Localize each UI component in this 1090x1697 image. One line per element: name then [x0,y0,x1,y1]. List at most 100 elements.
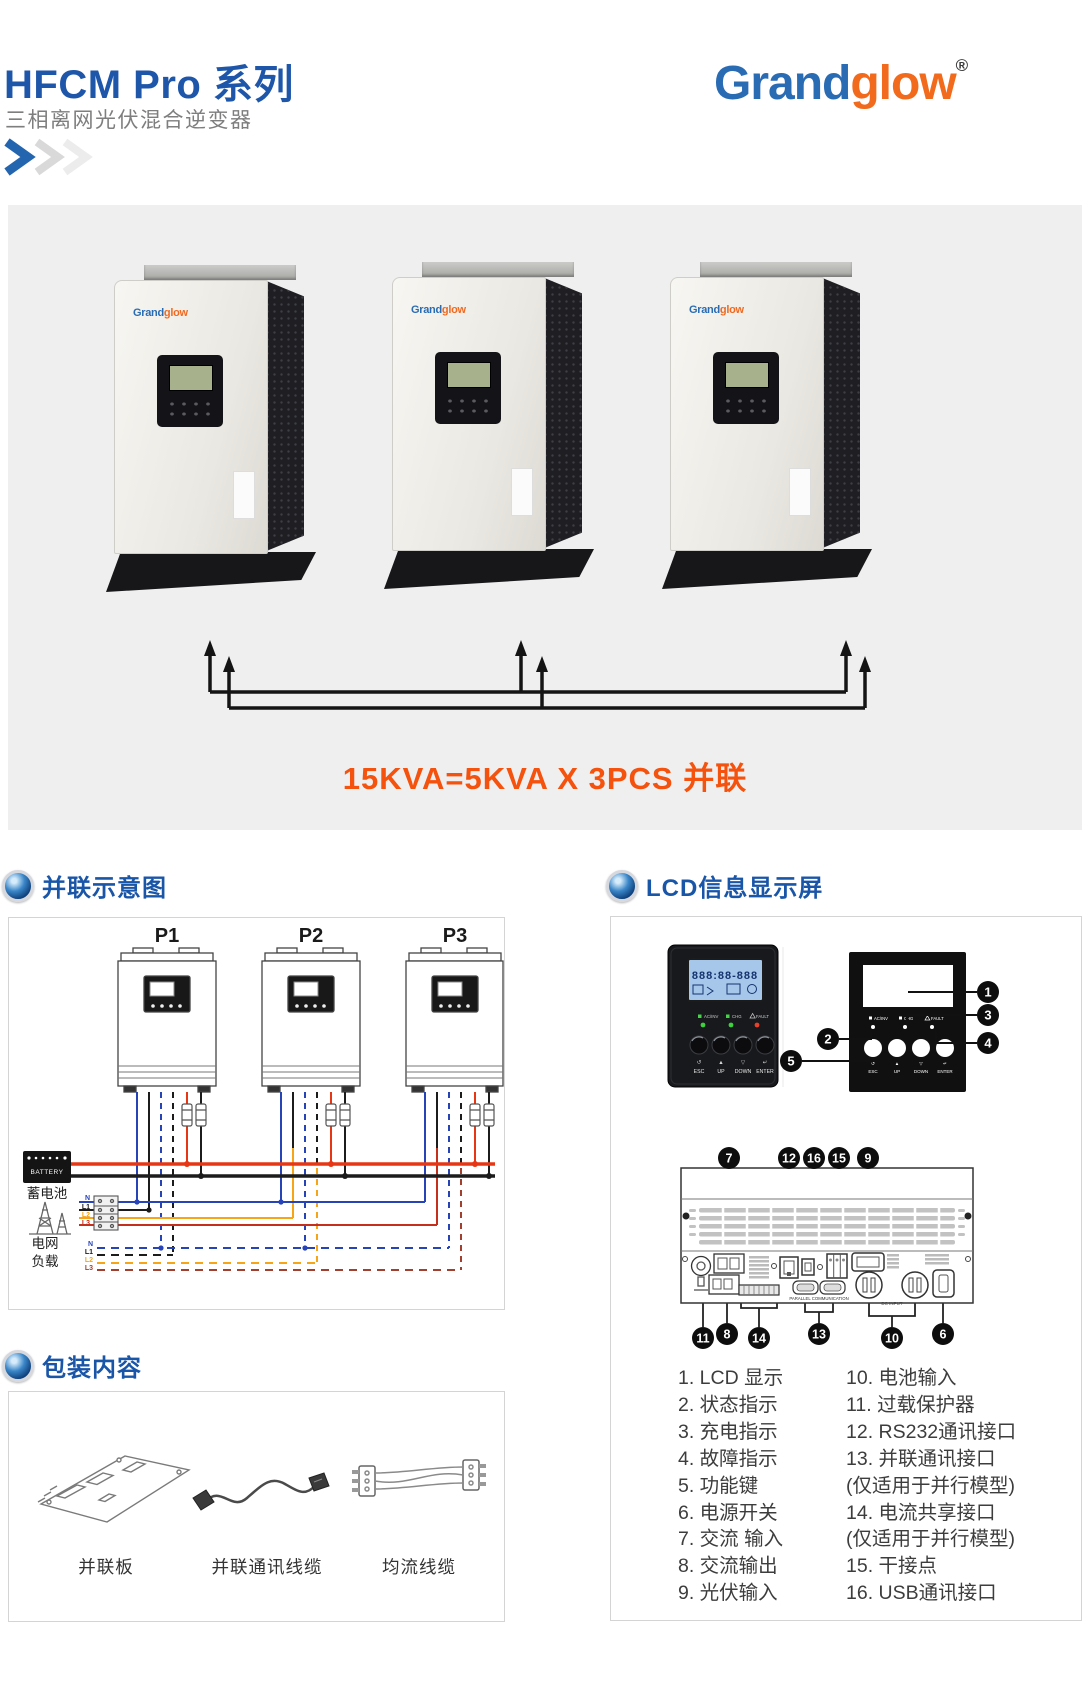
inverter-brand: Grandglow [133,307,188,319]
section-title: 并联示意图 [42,875,167,902]
legend-item: 1. LCD 显示 [678,1367,784,1389]
unit-label-p3: P3 [443,925,467,947]
inverter-outline-p2 [261,947,361,1093]
rear-panel-diagram: DC INPUT PARALLEL COMMUNICATION 7 12 16 … [680,1147,974,1349]
parallel-bus-arrows [204,640,871,710]
inverter-side-vent [542,277,582,549]
inverter-brand: Grandglow [411,304,466,316]
battery-block: BATTERY [23,1151,71,1183]
section-header-parallel: 并联示意图 [2,868,167,903]
parallel-board-drawing [37,1455,191,1523]
registered-mark: ® [955,56,969,75]
legend-item: 7. 交流 输入 [678,1528,784,1551]
inverter-photo-3: Grandglow [662,262,877,602]
chg-led [728,1022,734,1028]
callout-14: 14 [752,1332,766,1346]
legend-item: (仅适用于并行模型) [846,1474,1015,1497]
mounting-bracket [700,262,852,277]
down-glyph: ▽ [919,1061,923,1066]
package-item-label: 均流线缆 [382,1557,456,1577]
inverter-outline-p1 [117,947,217,1093]
load-cn-label: 负载 [32,1254,59,1269]
bullet-orb-icon [606,869,638,902]
grid-phase-rows [79,1201,437,1226]
legend-column-left: 1. LCD 显示 2. 状态指示 3. 充电指示 4. 故障指示 5. 功能键… [678,1365,783,1607]
down-label: DOWN [914,1069,928,1074]
callout-10: 10 [885,1332,899,1346]
callout-1: 1 [984,985,991,1000]
rear-ports [690,1252,955,1299]
chevron-icons [4,138,93,176]
spec-sticker [789,468,811,516]
parallel-communication-label: PARALLEL COMMUNICATION [789,1296,848,1301]
inverter-keys [166,399,216,419]
inverter-side-vent [264,280,304,552]
brand-logo: Grandglow® [714,56,968,111]
callout-8: 8 [724,1328,731,1342]
lcd-front-panels: 888:88-888 AC/INV CHG FAULT [667,944,999,1092]
led-marker [698,1014,702,1018]
bullet-orb-icon [2,1349,34,1382]
current-share-cable-drawing [352,1459,486,1497]
up-label: UP [717,1069,725,1075]
callout-13: 13 [812,1328,826,1342]
logo-part-blue: Grand [714,57,851,110]
inverter-photo-1: Grandglow [106,265,321,605]
legend-item: 15. 干接点 [846,1555,938,1578]
power-grid-icon [29,1201,71,1235]
legend-item: 6. 电源开关 [678,1501,778,1524]
package-contents-box: 并联板 并联通讯线缆 均流线缆 [8,1391,505,1622]
legend-item: (仅适用于并行模型) [846,1528,1015,1551]
load-phase-l2: L2 [85,1257,93,1264]
legend-item: 12. RS232通讯接口 [846,1420,1017,1443]
drawing-screen [863,965,953,1007]
fault-led [930,1025,934,1029]
section-title: LCD信息显示屏 [646,875,824,902]
led-label-fault: FAULT [756,1014,769,1019]
esc-glyph: ↺ [697,1059,702,1066]
inverter-keys [722,396,772,416]
callout-16: 16 [807,1152,821,1166]
lcd-screen-segments: 888:88-888 [692,970,758,982]
unit-label-p2: P2 [299,925,323,947]
fault-triangle-icon [749,1012,756,1019]
ac-inv-led [871,1025,875,1029]
battery-bus [71,1162,495,1178]
hero-panel: Grandglow Grandglow Grandglow [8,205,1082,830]
inverter-body: Grandglow [114,280,268,554]
load-phase-l3: L3 [85,1265,93,1272]
inverter-photo-2: Grandglow [384,262,599,602]
fault-triangle-icon [924,1015,931,1021]
callout-9: 9 [865,1152,872,1166]
esc-glyph: ↺ [871,1061,875,1066]
grid-terminal-block [93,1195,119,1231]
ac-inv-led [700,1022,706,1028]
load-phase-n: N [88,1241,93,1248]
fault-led [754,1022,760,1028]
inverter-display [435,352,501,424]
mounting-bracket [422,262,574,277]
inverter-body: Grandglow [670,277,824,551]
lcd-screen-icons [692,983,757,996]
callout-3: 3 [984,1008,991,1023]
legend-item: 16. USB通讯接口 [846,1582,997,1605]
legend-item: 14. 电流共享接口 [846,1501,996,1524]
function-buttons-photo[interactable] [689,1035,775,1055]
led-marker [869,1016,872,1020]
inverter-keys [444,396,494,416]
callout-5: 5 [787,1054,794,1069]
parallel-diagram-box: P1 P2 P3 [8,917,505,1310]
front-callouts: 1 2 3 4 5 [780,981,999,1072]
enter-label: ENTER [937,1069,953,1074]
rear-callouts: 7 12 16 15 9 11 8 14 13 10 6 [692,1147,954,1349]
esc-label: ESC [868,1069,878,1074]
led-marker [726,1014,730,1018]
inverter-body: Grandglow [392,277,546,551]
parallel-wiring-diagram: P1 P2 P3 [23,925,504,1272]
callout-6: 6 [940,1328,947,1342]
inverter-side-vent [820,277,860,549]
bullet-orb-icon [2,869,34,902]
load-phase-l1: L1 [85,1249,93,1256]
legend-item: 3. 充电指示 [678,1420,778,1443]
